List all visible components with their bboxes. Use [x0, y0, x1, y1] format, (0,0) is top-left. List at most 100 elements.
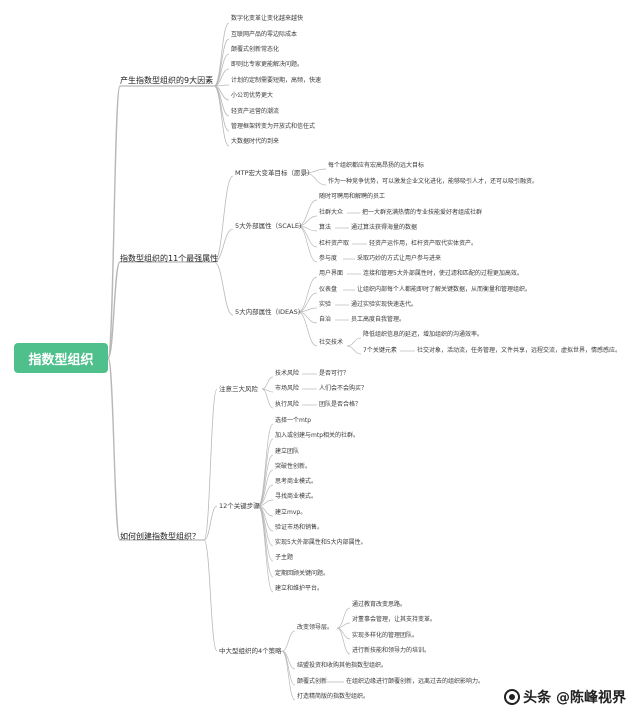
root-node[interactable]: 指数型组织 [14, 343, 108, 373]
social-note: 社交对象，活动流，任务管理，文件共享，远程交流，虚拟世界，情感感应。 [417, 347, 622, 354]
ideas-note: 员工高度自我管理。 [351, 316, 406, 323]
social-item[interactable]: 7个关键元素 [363, 347, 397, 354]
leadership-item[interactable]: 通过教育改变思路。 [352, 601, 407, 608]
step-link [257, 499, 274, 507]
group-link [213, 261, 234, 316]
scale-item[interactable]: 参与度 [319, 255, 338, 262]
group-strategies[interactable]: 中大型组织的4个策略 [219, 647, 282, 655]
step-link [257, 505, 274, 593]
branch-factors[interactable]: 产生指数型组织的9大因素 [120, 76, 214, 85]
risk-note: 团队是否合格？ [319, 401, 362, 408]
ideas-note: 通过实验实现快速迭代。 [351, 301, 418, 308]
watermark: 头条 @陈峰视界 [504, 687, 626, 707]
camera-icon [504, 689, 521, 705]
group-link [213, 175, 234, 263]
factor-item[interactable]: 管理框架转变为开放式和信任式 [231, 123, 316, 130]
step-item[interactable]: 建立和维护平台。 [275, 585, 324, 592]
step-item[interactable]: 思考商业模式。 [275, 478, 318, 485]
social-link [346, 337, 362, 347]
strategy-item[interactable]: 打造精简版的指数型组织。 [297, 693, 370, 700]
group-risks[interactable]: 注意三大风险 [219, 385, 258, 393]
mtp-link [304, 172, 327, 186]
strategy-link [281, 650, 296, 701]
social-link [346, 345, 362, 355]
factor-item[interactable]: 小公司优势更大 [231, 92, 274, 99]
step-item[interactable]: 加入或创建与mtp相关的社群。 [275, 432, 360, 439]
scale-item[interactable]: 社群大众 [319, 209, 344, 216]
step-item[interactable]: 定期回顾关键问题。 [275, 570, 330, 577]
step-item[interactable]: 建立mvp。 [275, 509, 307, 516]
ideas-note: 连接和管理5大外部属性时，使过滤和匹配的过程更加高效。 [363, 270, 523, 277]
social-item[interactable]: 降低组织信息的延迟，增加组织的沟通效率。 [363, 331, 484, 338]
ideas-item[interactable]: 用户界面 [319, 270, 344, 277]
scale-link [297, 199, 318, 227]
factor-item[interactable]: 颠覆式创新常态化 [231, 46, 280, 53]
group-link [203, 505, 218, 541]
risk-item[interactable]: 市场风险 [275, 385, 300, 392]
group-mtp[interactable]: MTP宏大变革目标（愿景） [235, 169, 314, 177]
risk-note: 人们会不会购买？ [319, 385, 368, 392]
factor-link [213, 68, 230, 87]
scale-note: 通过算法获得海量的数据 [351, 224, 418, 231]
factor-item[interactable]: 即则比专家更能解决问题。 [231, 61, 304, 68]
step-link [257, 469, 274, 507]
scale-item[interactable]: 算法 [319, 224, 332, 231]
step-item[interactable]: 验证市场和销售。 [275, 524, 324, 531]
strategy-item[interactable]: 结盟投资和收购其他指数型组织。 [297, 662, 388, 669]
factor-item[interactable]: 轻资产运营的潮流 [231, 108, 280, 115]
group-steps[interactable]: 12个关键步骤 [219, 502, 260, 510]
factor-item[interactable]: 计划的定制需要短期，高频，快速 [231, 77, 322, 84]
factor-item[interactable]: 互联网产品的零边际成本 [231, 31, 298, 38]
risk-item[interactable]: 技术风险 [275, 370, 300, 377]
scale-item[interactable]: 杠杆资产取 [319, 240, 350, 247]
mtp-item[interactable]: 每个组织都应有宏高昂扬的远大目标 [328, 162, 425, 169]
step-item[interactable]: 选择一个mtp [275, 417, 312, 424]
ideas-item[interactable]: 仪表盘 [319, 286, 338, 293]
leadership-item[interactable]: 进行新技能和领导力的培训。 [352, 647, 431, 654]
risk-link [261, 388, 274, 409]
mtp-link [304, 168, 327, 174]
ideas-item[interactable]: 自治 [319, 316, 332, 323]
step-item[interactable]: 实现5大外部属性和5大内部属性。 [275, 539, 367, 546]
factor-link [213, 53, 230, 87]
mtp-item[interactable]: 作为一种竞争优势，可以激发企业文化进化，能够吸引人才，还可以吸引融资。 [328, 178, 539, 185]
strategy-item[interactable]: 改变领导层。 [297, 624, 334, 631]
factor-link [213, 85, 230, 147]
step-item[interactable]: 子主题 [275, 554, 294, 561]
strategy-item[interactable]: 颠覆式创新 [297, 678, 328, 685]
ideas-link [297, 311, 318, 347]
scale-note: 把一大群充满热情的专业技能爱好者组成社群 [362, 209, 483, 216]
strategy-link [281, 630, 296, 652]
factor-link [213, 38, 230, 87]
ideas-item[interactable]: 实验 [319, 301, 332, 308]
branch-create[interactable]: 如何创建指数型组织？ [120, 532, 200, 541]
step-item[interactable]: 突破性创新。 [275, 463, 312, 470]
factor-item[interactable]: 数字化变革让变化越来越快 [231, 15, 304, 22]
group-link [213, 228, 234, 263]
ideas-link [297, 307, 318, 313]
factor-link [213, 85, 230, 117]
scale-note: 轻资产运作用，杠杆资产取代实体资产。 [369, 240, 478, 247]
group-scale[interactable]: 5大外部属性（SCALE） [235, 222, 306, 230]
scale-link [297, 215, 318, 227]
scale-item[interactable]: 随时可聘用和解聘的员工 [319, 193, 386, 200]
risk-link [261, 376, 274, 390]
step-link [257, 423, 274, 507]
ideas-item[interactable]: 社交技术 [319, 339, 344, 346]
risk-item[interactable]: 执行风险 [275, 401, 300, 408]
root-link [107, 85, 121, 359]
root-label: 指数型组织 [28, 352, 94, 368]
group-link [203, 388, 218, 541]
step-item[interactable]: 建立团队 [275, 448, 300, 455]
leadership-item[interactable]: 实现多样化的管理团队。 [352, 632, 419, 639]
ideas-link [297, 276, 318, 313]
root-link [107, 357, 121, 541]
step-item[interactable]: 寻找商业模式。 [275, 493, 318, 500]
scale-link [297, 225, 318, 263]
risk-note: 是否可行？ [319, 370, 350, 377]
factor-item[interactable]: 大数据时代的到来 [231, 138, 280, 145]
branch-attributes[interactable]: 指数型组织的11个最强属性 [120, 254, 219, 263]
leadership-item[interactable]: 对董事会管理，让其支持变革。 [352, 616, 437, 623]
group-ideas[interactable]: 5大内部属性（IDEAS） [235, 308, 305, 316]
